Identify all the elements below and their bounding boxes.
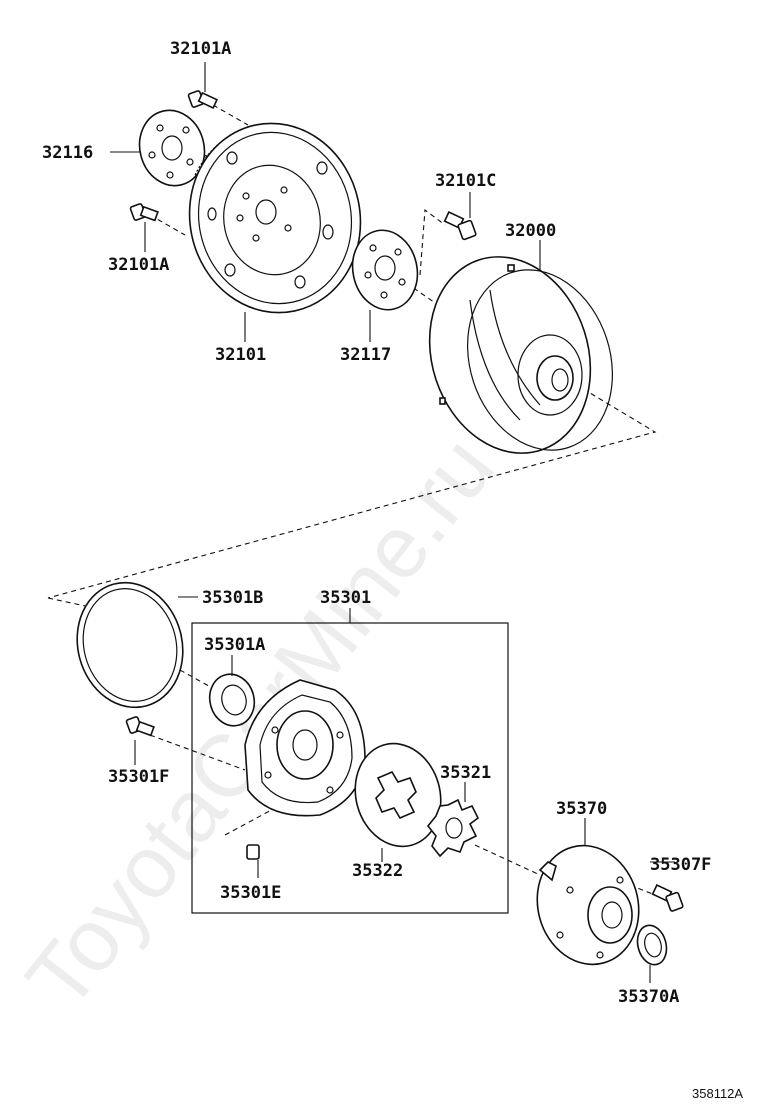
- seal-35370a: [636, 924, 668, 966]
- label-35322: 35322: [352, 861, 403, 881]
- label-35370: 35370: [556, 799, 607, 819]
- pump-body-35301: [244, 679, 366, 817]
- label-35301a: 35301A: [204, 635, 265, 655]
- label-32101: 32101: [215, 345, 266, 365]
- bolt-32101a-left: [129, 203, 159, 222]
- label-35301: 35301: [320, 588, 371, 608]
- leader-lines: [110, 62, 675, 983]
- bolt-32101a-top: [187, 90, 219, 109]
- o-ring-35301b: [76, 581, 184, 709]
- label-35301f: 35301F: [108, 767, 169, 787]
- diagram-reference: 358112A: [692, 1086, 743, 1101]
- plate-32117: [351, 229, 419, 311]
- drive-gear-35321: [426, 798, 480, 858]
- pin-35301e: [246, 844, 260, 860]
- bolt-35307f: [651, 884, 684, 912]
- drive-plate-32101: [188, 122, 362, 314]
- label-32116: 32116: [42, 143, 93, 163]
- plate-32116: [138, 109, 206, 187]
- label-35301e: 35301E: [220, 883, 281, 903]
- label-35301b: 35301B: [202, 588, 263, 608]
- bolt-35301f: [125, 716, 155, 737]
- label-32117: 32117: [340, 345, 391, 365]
- stator-support-35370: [536, 844, 640, 966]
- label-32000: 32000: [505, 221, 556, 241]
- label-35307f: 35307F: [650, 855, 711, 875]
- label-32101a-top: 32101A: [170, 39, 231, 59]
- label-35321: 35321: [440, 763, 491, 783]
- label-35370a: 35370A: [618, 987, 679, 1007]
- driven-gear-35322: [354, 742, 442, 848]
- bolt-32101c: [443, 211, 477, 241]
- torque-converter-32000: [428, 256, 613, 454]
- label-32101c: 32101C: [435, 171, 496, 191]
- label-32101a-left: 32101A: [108, 255, 169, 275]
- oil-seal-35301a: [208, 673, 256, 727]
